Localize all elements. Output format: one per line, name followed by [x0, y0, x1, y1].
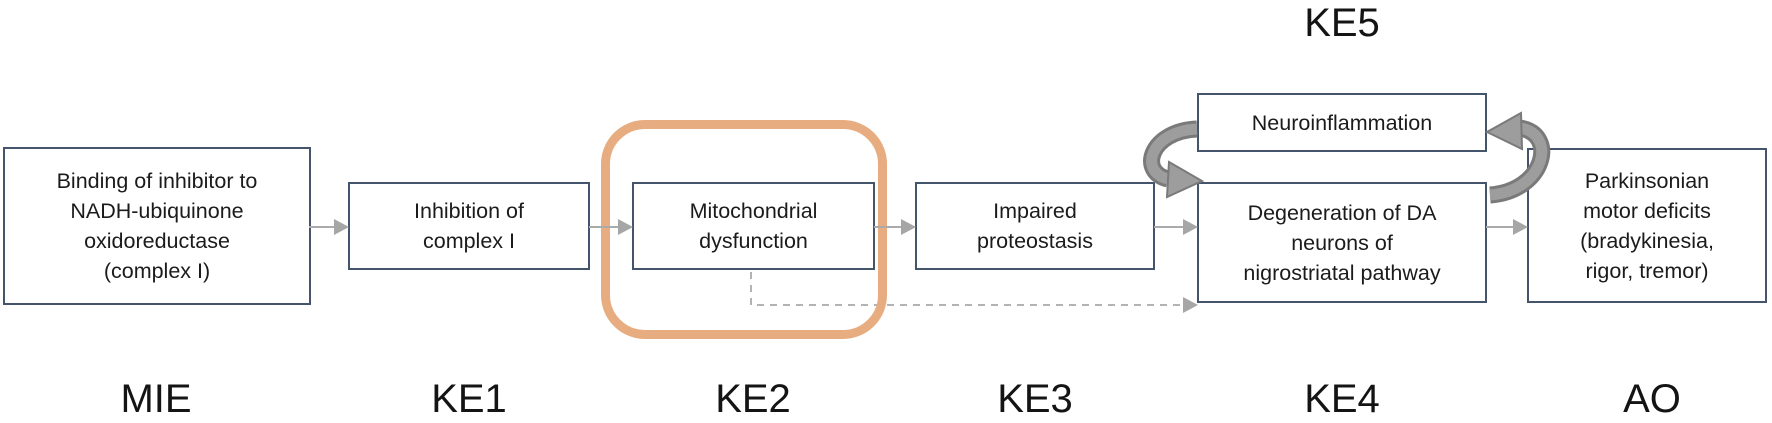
stage-label-mie: MIE: [120, 377, 192, 421]
stage-label-ke2: KE2: [715, 377, 791, 421]
node-ke1: Inhibition of complex I: [348, 182, 590, 270]
node-ke3: Impaired proteostasis: [915, 182, 1155, 270]
node-ke5-neuroinflammation: Neuroinflammation: [1197, 93, 1487, 152]
node-ao: Parkinsonian motor deficits (bradykinesi…: [1527, 148, 1767, 303]
node-ke4: Degeneration of DA neurons of nigrostria…: [1197, 182, 1487, 303]
stage-label-ao: AO: [1623, 377, 1681, 421]
stage-label-ke3: KE3: [997, 377, 1073, 421]
stage-label-ke5: KE5: [1304, 1, 1380, 45]
node-mie: Binding of inhibitor to NADH-ubiquinone …: [3, 147, 311, 305]
stage-label-ke1: KE1: [431, 377, 507, 421]
connector-arrow-mie-ke1: [309, 219, 349, 235]
curved-arrow-left: [1143, 120, 1205, 199]
node-ke2: Mitochondrial dysfunction: [632, 182, 875, 270]
connector-arrow-ke4-ao: [1486, 219, 1528, 235]
ke2-highlight-ring: [601, 120, 887, 339]
stage-label-ke4: KE4: [1304, 377, 1380, 421]
connector-arrow-ke3-ke4: [1154, 219, 1198, 235]
